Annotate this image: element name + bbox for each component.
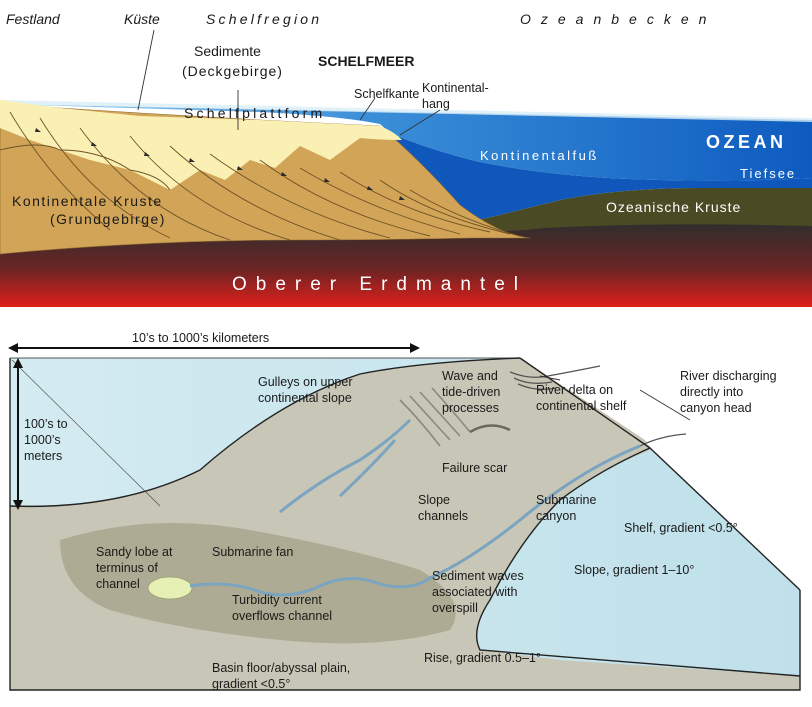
label-ozeanische-kruste: Ozeanische Kruste: [606, 199, 741, 215]
label-slope-gradient: Slope, gradient 1–10°: [574, 563, 694, 577]
block-diagram: 10’s to 1000’s kilometers 100’s to 1000’…: [8, 331, 801, 691]
sandy-lobe: [147, 576, 193, 600]
label-kontinentalhang-2: hang: [422, 97, 450, 111]
label-canyon-2: canyon: [536, 509, 576, 523]
label-submarine-fan: Submarine fan: [212, 545, 293, 559]
label-wave-2: tide-driven: [442, 385, 500, 399]
label-horizontal-scale: 10’s to 1000’s kilometers: [132, 331, 269, 345]
gulleys: [399, 387, 471, 447]
label-sediment-waves-3: overspill: [432, 601, 478, 615]
label-sedimente: Sedimente: [194, 43, 261, 59]
label-schelfmeer: SCHELFMEER: [318, 53, 414, 69]
label-schelfregion: Schelfregion: [206, 11, 322, 27]
label-kontinentale-kruste: Kontinentale Kruste: [12, 193, 163, 209]
label-turbidity-2: overflows channel: [232, 609, 332, 623]
label-ozean: OZEAN: [706, 132, 787, 152]
bottom-labels: 10’s to 1000’s kilometers 100’s to 1000’…: [24, 331, 777, 691]
kueste-leader: [137, 29, 155, 111]
label-schelfkante: Schelfkante: [354, 87, 419, 101]
label-river-3: canyon head: [680, 401, 752, 415]
label-basin-2: gradient <0.5°: [212, 677, 290, 691]
label-vertical-scale-1: 100’s to: [24, 417, 68, 431]
label-slope-channels-2: channels: [418, 509, 468, 523]
label-turbidity-1: Turbidity current: [232, 593, 322, 607]
label-failure-scar: Failure scar: [442, 461, 507, 475]
label-river-2: directly into: [680, 385, 743, 399]
label-vertical-scale-3: meters: [24, 449, 62, 463]
label-erdmantel: Oberer Erdmantel: [232, 274, 527, 295]
label-gulleys-2: continental slope: [258, 391, 352, 405]
label-sediment-waves-2: associated with: [432, 585, 518, 599]
label-gulleys-1: Gulleys on upper: [258, 375, 353, 389]
label-vertical-scale-2: 1000’s: [24, 433, 61, 447]
label-shelf-gradient: Shelf, gradient <0.5°: [624, 521, 738, 535]
river-canyon-head: [639, 433, 687, 447]
label-slope-channels-1: Slope: [418, 493, 450, 507]
block-outline: [9, 357, 801, 691]
sediment-layer: [0, 100, 402, 190]
label-rise-gradient: Rise, gradient 0.5–1°: [424, 651, 541, 665]
submarine-fan-area: [60, 522, 456, 644]
label-grundgebirge: (Grundgebirge): [50, 211, 166, 227]
label-tiefsee: Tiefsee: [740, 166, 796, 181]
label-sandy-lobe-3: channel: [96, 577, 140, 591]
label-kueste: Küste: [124, 11, 160, 27]
deep-ocean-layer: [390, 133, 812, 222]
scale-arrows: [8, 343, 420, 510]
bottom-leaders: [539, 375, 691, 421]
label-delta-2: continental shelf: [536, 399, 627, 413]
oceanic-crust-layer: [470, 188, 812, 232]
label-schelfplattform: Schelfplattform: [184, 105, 325, 121]
fault-arrows: [35, 128, 405, 200]
label-wave-1: Wave and: [442, 369, 498, 383]
label-kontinentalfuss: Kontinentalfuß: [480, 148, 599, 163]
ocean-layer: [0, 104, 812, 181]
mantle-layer: [0, 221, 812, 307]
schelfkante-leader: [359, 97, 376, 121]
label-sandy-lobe-1: Sandy lobe at: [96, 545, 173, 559]
label-basin-1: Basin floor/abyssal plain,: [212, 661, 350, 675]
label-deckgebirge: (Deckgebirge): [182, 63, 283, 79]
label-sediment-waves-1: Sediment waves: [432, 569, 524, 583]
label-river-1: River discharging: [680, 369, 777, 383]
label-kontinentalhang-1: Kontinental-: [422, 81, 489, 95]
channels: [189, 418, 641, 597]
label-wave-3: processes: [442, 401, 499, 415]
river-delta: [509, 365, 601, 390]
label-festland: Festland: [6, 11, 61, 27]
cross-section: Festland Küste Schelfregion Ozeanbecken …: [0, 0, 812, 307]
depth-guide: [11, 359, 161, 507]
label-ozeanbecken: Ozeanbecken: [520, 11, 716, 27]
label-delta-1: River delta on: [536, 383, 613, 397]
label-canyon-1: Submarine: [536, 493, 596, 507]
failure-scar: [469, 424, 511, 434]
label-sandy-lobe-2: terminus of: [96, 561, 158, 575]
hang-leader: [399, 109, 441, 136]
